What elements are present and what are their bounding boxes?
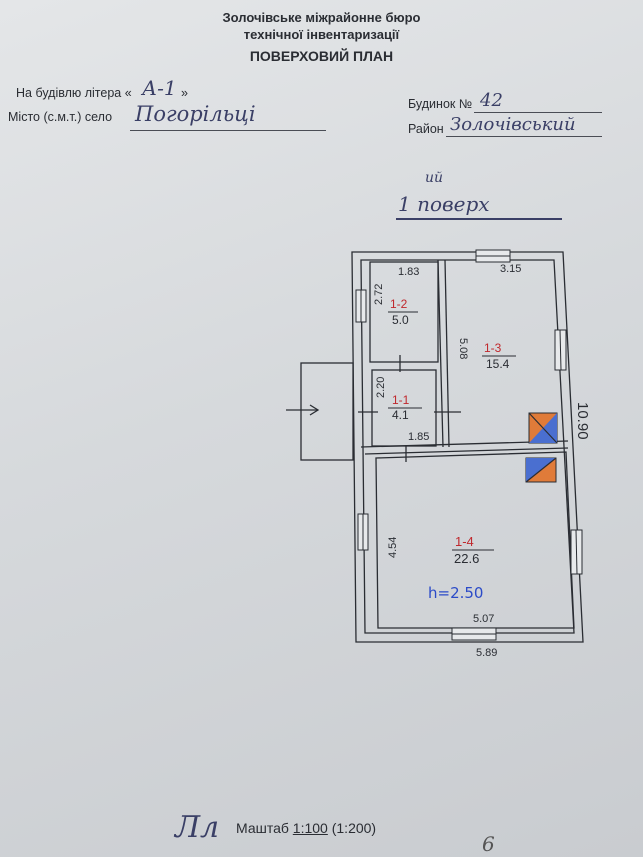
bureau-name-line1: Золочівське міжрайонне бюро [222, 10, 421, 25]
dim-room12-height: 2.72 [373, 284, 385, 305]
floor-label: 1 поверх [398, 192, 490, 216]
house-number-underline [474, 112, 602, 113]
room-area-1-2: 5.0 [392, 313, 409, 327]
room-code-1-2: 1-2 [390, 297, 408, 311]
city-value: Погорільці [135, 102, 256, 126]
city-underline [130, 130, 326, 131]
dim-overall-height: 10.90 [574, 402, 591, 440]
house-number-label: Будинок № [408, 97, 473, 111]
stove-icon-upper [528, 412, 558, 444]
district-underline [446, 136, 602, 137]
dim-room13-height: 5.08 [457, 338, 469, 359]
page-title: ПОВЕРХОВИЙ ПЛАН [249, 48, 394, 64]
scale-label: Маштаб [236, 820, 289, 836]
dim-room12-width: 1.83 [398, 266, 419, 278]
dim-room11-width: 1.85 [408, 431, 429, 443]
building-letter-close: » [181, 86, 188, 100]
dim-room14-height: 4.54 [387, 537, 399, 558]
dim-room11-height: 2.20 [375, 377, 387, 398]
scale-alt: (1:200) [331, 820, 377, 836]
room-area-1-1: 4.1 [392, 408, 409, 422]
city-label: Місто (с.м.т.) село [8, 110, 113, 124]
room-area-1-3: 15.4 [486, 357, 510, 371]
dim-overall-width: 5.89 [476, 647, 497, 659]
district-value: Золочівський [450, 114, 576, 135]
signature: Лл [175, 810, 220, 845]
room-code-1-1: 1-1 [392, 393, 410, 407]
stove-icon-lower [525, 457, 557, 483]
floor-superscript: ий [425, 170, 444, 186]
scale-value: 1:100 [292, 820, 328, 836]
district-label: Район [408, 122, 444, 136]
dim-room13-width: 3.15 [500, 263, 521, 275]
floor-underline [396, 218, 562, 220]
dim-room14-inner-width: 5.07 [473, 613, 494, 625]
room-code-1-3: 1-3 [484, 341, 502, 355]
ceiling-height: h=2.50 [428, 584, 483, 602]
scale-line: Маштаб 1:100 (1:200) [236, 820, 376, 836]
room-code-1-4: 1-4 [455, 534, 474, 549]
room-area-1-4: 22.6 [454, 551, 479, 566]
page-mark: 6 [482, 832, 495, 856]
bureau-name-line2: технічної інвентаризації [243, 27, 400, 42]
building-letter-value: А-1 [142, 76, 177, 100]
building-letter-label: На будівлю літера « [16, 86, 132, 100]
house-number-value: 42 [480, 90, 503, 111]
